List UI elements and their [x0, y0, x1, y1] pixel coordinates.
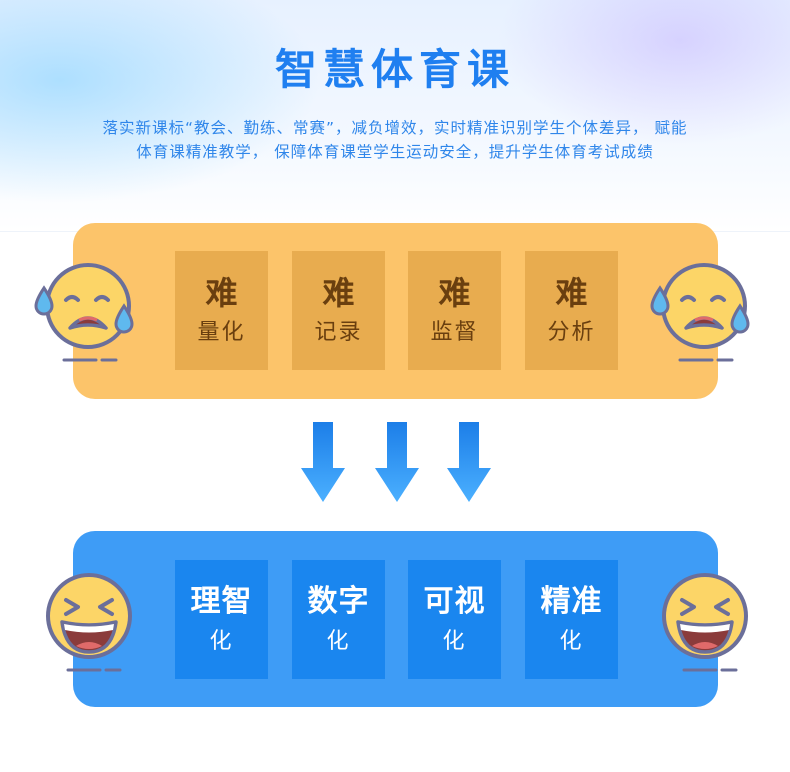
crying-face-icon	[650, 263, 750, 362]
problem-tile-sub: 监督	[430, 319, 479, 345]
crying-face-icon	[34, 263, 134, 362]
laughing-face-icon	[46, 573, 132, 672]
solution-tile-intelligent: 理智 化	[175, 560, 268, 679]
problem-tile-sub: 分析	[547, 319, 596, 345]
problem-tile-sub: 量化	[197, 319, 246, 345]
page-subtitle: 落实新课标“教会、勤练、常赛”，减负增效，实时精准识别学生个体差异， 赋能 体育…	[40, 116, 750, 164]
page-title: 智慧体育课	[274, 45, 515, 94]
header-background	[0, 0, 790, 232]
problem-tile-main: 难	[438, 273, 471, 312]
subtitle-line-2: 体育课精准教学， 保障体育课堂学生运动安全，提升学生体育考试成绩	[136, 143, 654, 161]
problem-tile-quantify: 难 量化	[175, 251, 268, 370]
arrow-down-icon	[447, 422, 491, 502]
problem-tile-main: 难	[322, 273, 355, 312]
arrow-down-icon	[301, 422, 345, 502]
problems-panel: 难 量化 难 记录 难 监督 难 分析	[73, 223, 718, 399]
problem-tile-analyze: 难 分析	[525, 251, 618, 370]
solution-tile-main: 精准	[540, 583, 603, 619]
problem-tile-record: 难 记录	[292, 251, 385, 370]
solution-tile-main: 理智	[190, 583, 253, 619]
laughing-face-icon	[662, 573, 748, 672]
solutions-panel: 理智 化 数字 化 可视 化 精准 化	[73, 531, 718, 707]
solution-tile-digital: 数字 化	[292, 560, 385, 679]
problem-tile-main: 难	[555, 273, 588, 312]
solution-tile-visual: 可视 化	[408, 560, 501, 679]
solution-tile-precise: 精准 化	[525, 560, 618, 679]
arrow-down-icon	[375, 422, 419, 502]
solution-tile-sub: 化	[326, 628, 351, 654]
solution-tile-sub: 化	[559, 628, 584, 654]
solution-tile-main: 可视	[423, 583, 486, 619]
solution-tile-sub: 化	[209, 628, 234, 654]
subtitle-line-1: 落实新课标“教会、勤练、常赛”，减负增效，实时精准识别学生个体差异， 赋能	[102, 119, 688, 137]
solution-tile-main: 数字	[307, 583, 370, 619]
solution-tile-sub: 化	[442, 628, 467, 654]
problem-tile-sub: 记录	[314, 319, 363, 345]
problem-tile-supervise: 难 监督	[408, 251, 501, 370]
problem-tile-main: 难	[205, 273, 238, 312]
